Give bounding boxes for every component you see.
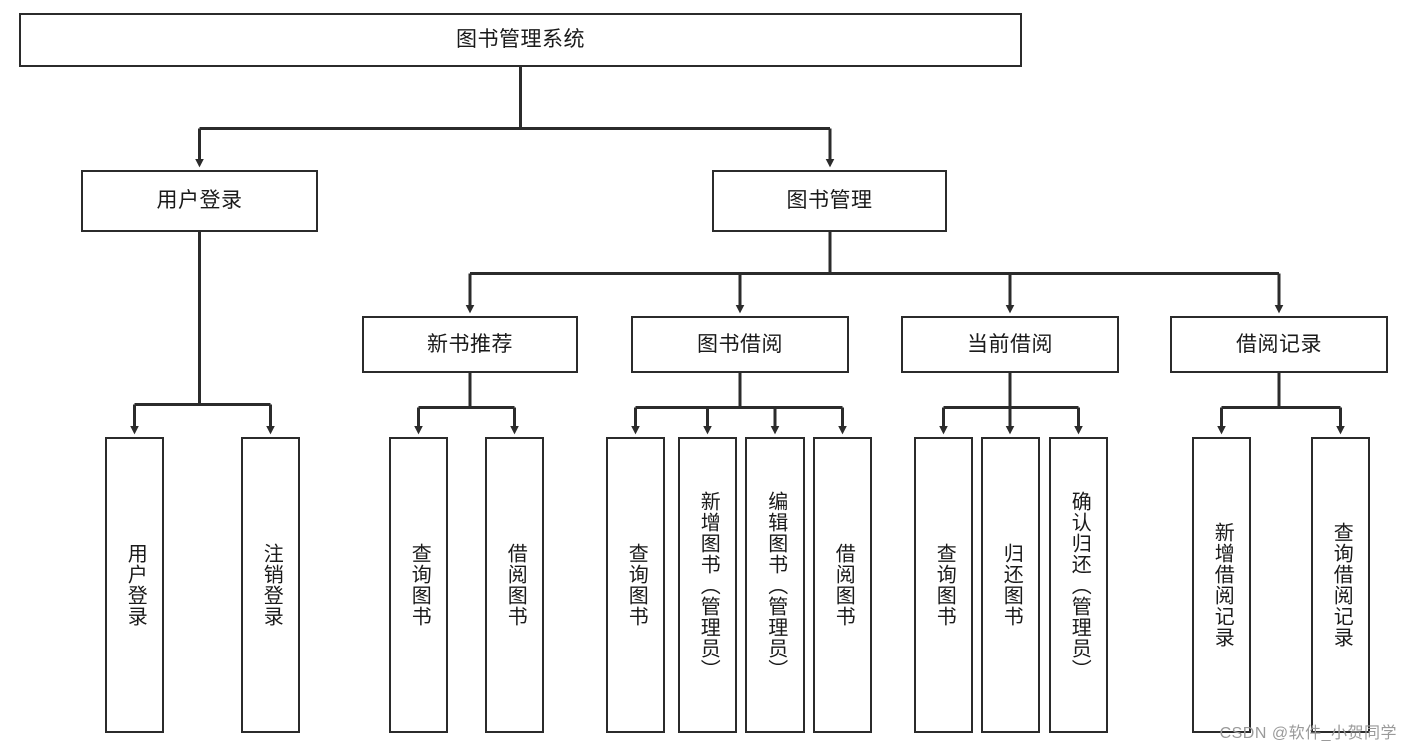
leaf-query-book-borrow[interactable]: 查询图书 xyxy=(606,437,665,733)
node-label: 图书借阅 xyxy=(697,332,783,356)
node-book-borrow[interactable]: 图书借阅 xyxy=(631,316,849,373)
node-root-book-management-system[interactable]: 图书管理系统 xyxy=(19,13,1022,67)
node-label: 注销登录 xyxy=(260,543,283,627)
leaf-borrow-book-recommend[interactable]: 借阅图书 xyxy=(485,437,544,733)
node-label: 当前借阅 xyxy=(967,332,1053,356)
leaf-edit-book-admin[interactable]: 编辑图书（管理员） xyxy=(745,437,805,733)
node-label: 用户登录 xyxy=(124,543,147,627)
leaf-logout[interactable]: 注销登录 xyxy=(241,437,300,733)
node-label: 归还图书 xyxy=(1000,543,1023,627)
node-current-borrow[interactable]: 当前借阅 xyxy=(901,316,1119,373)
node-label: 查询借阅记录 xyxy=(1330,522,1353,648)
leaf-confirm-return-admin[interactable]: 确认归还（管理员） xyxy=(1049,437,1108,733)
node-label: 新增借阅记录 xyxy=(1211,522,1234,648)
node-label: 图书管理 xyxy=(786,189,873,213)
leaf-add-borrow-record[interactable]: 新增借阅记录 xyxy=(1192,437,1251,733)
node-new-book-recommend[interactable]: 新书推荐 xyxy=(362,316,578,373)
leaf-query-book-current[interactable]: 查询图书 xyxy=(914,437,973,733)
node-user-login[interactable]: 用户登录 xyxy=(81,170,318,232)
node-label: 借阅图书 xyxy=(504,543,527,627)
leaf-borrow-book[interactable]: 借阅图书 xyxy=(813,437,872,733)
node-label: 借阅记录 xyxy=(1236,332,1322,356)
node-label: 查询图书 xyxy=(625,543,648,627)
leaf-return-book[interactable]: 归还图书 xyxy=(981,437,1040,733)
leaf-user-login[interactable]: 用户登录 xyxy=(105,437,164,733)
node-label: 图书管理系统 xyxy=(456,28,585,52)
node-label: 确认归还（管理员） xyxy=(1068,490,1091,680)
node-label: 新书推荐 xyxy=(427,332,513,356)
node-label: 编辑图书（管理员） xyxy=(764,490,787,680)
node-book-management[interactable]: 图书管理 xyxy=(712,170,947,232)
watermark: CSDN @软件_小贺同学 xyxy=(1219,725,1397,742)
node-label: 查询图书 xyxy=(408,543,431,627)
leaf-query-borrow-record[interactable]: 查询借阅记录 xyxy=(1311,437,1370,733)
node-label: 用户登录 xyxy=(156,189,243,213)
node-borrow-record[interactable]: 借阅记录 xyxy=(1170,316,1388,373)
node-label: 借阅图书 xyxy=(832,543,855,627)
node-label: 新增图书（管理员） xyxy=(697,490,720,680)
node-label: 查询图书 xyxy=(933,543,956,627)
leaf-query-book-recommend[interactable]: 查询图书 xyxy=(389,437,448,733)
leaf-add-book-admin[interactable]: 新增图书（管理员） xyxy=(678,437,737,733)
